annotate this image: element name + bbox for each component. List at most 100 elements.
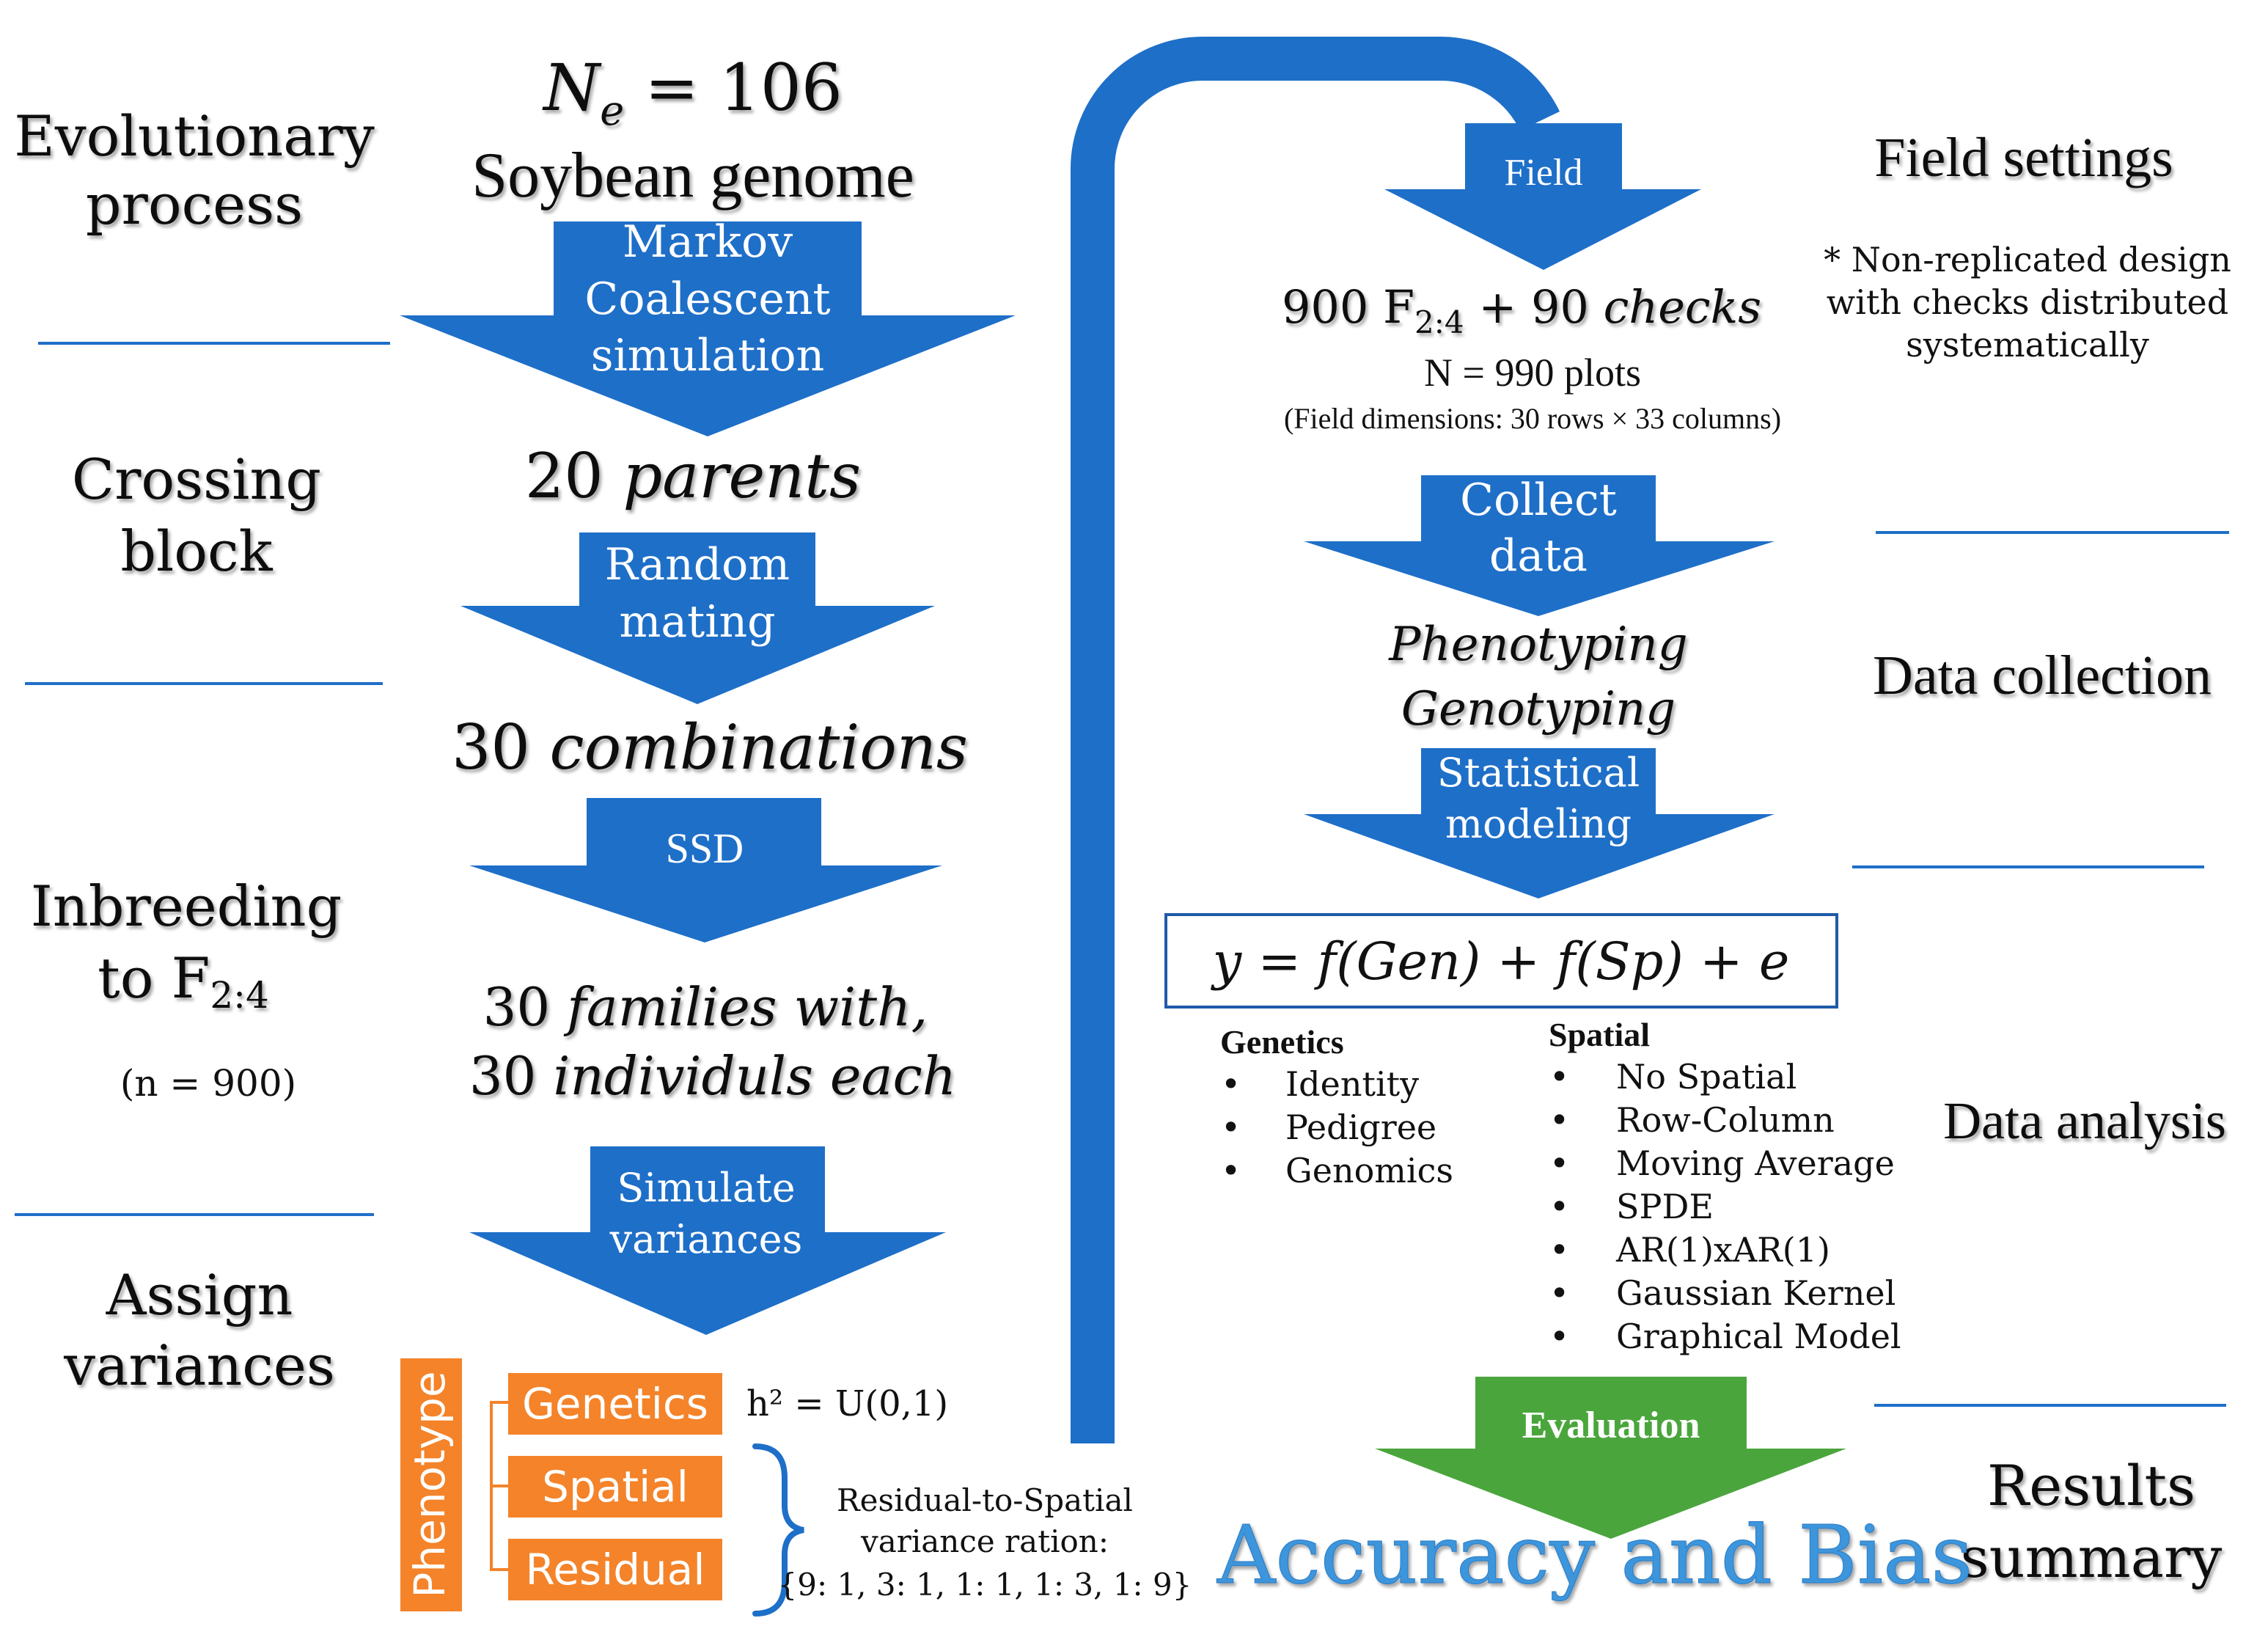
stage-assign-line1: Assign (106, 1262, 293, 1328)
ne-value: = 106 (624, 50, 843, 125)
arrow-field (1384, 123, 1701, 270)
combinations-label: 30 combinations (452, 711, 968, 783)
stage-crossing-line2: block (120, 519, 273, 584)
spatial-bullet-5: • (1549, 1230, 1569, 1270)
genetics-item-1: Identity (1285, 1064, 1419, 1104)
arrow-field-text: Field (1505, 152, 1583, 194)
genotyping-label: Genotyping (1401, 682, 1676, 736)
ne-symbol: N (542, 50, 602, 125)
parents-number: 20 (525, 440, 623, 512)
genetics-list: • Identity • Pedigree • Genomics (1221, 1064, 1453, 1190)
stage-evolutionary-line1: Evolutionary (14, 103, 375, 169)
genetics-item-2: Pedigree (1285, 1108, 1436, 1147)
spatial-item-2: Row-Column (1616, 1100, 1835, 1140)
arrow-collect-line1: Collect (1460, 475, 1617, 526)
arrow-evaluation (1375, 1377, 1846, 1539)
stage-results: Results summary (1961, 1453, 2223, 1590)
genetics-box-label: Genetics (522, 1379, 708, 1429)
ne-equation: Ne = 106 (542, 50, 843, 135)
arrow-simulate-text: Simulate variances (609, 1165, 803, 1262)
parents-word: parents (623, 440, 861, 512)
residual-box-label: Residual (526, 1545, 705, 1595)
genetics-bullet-2: • (1221, 1108, 1241, 1147)
arrow-simulate-line2: variances (609, 1216, 803, 1262)
lines-subscript: 2:4 (1414, 304, 1464, 340)
variance-tree: Phenotype Genetics Spatial Residual (400, 1358, 722, 1611)
arrow-collect-text: Collect data (1460, 475, 1617, 582)
arrow-evaluation-text: Evaluation (1522, 1405, 1700, 1446)
dimensions-label: (Field dimensions: 30 rows × 33 columns) (1284, 402, 1781, 435)
ratio-line2: variance ration: (860, 1523, 1109, 1559)
genetics-bullet-3: • (1221, 1151, 1241, 1190)
combinations-word: combinations (550, 711, 969, 783)
families-number: 30 (483, 976, 568, 1038)
combinations-number: 30 (452, 711, 550, 783)
spatial-heading: Spatial (1549, 1016, 1650, 1053)
stage-assign-line2: variances (63, 1333, 335, 1398)
stage-evolutionary-line2: process (86, 172, 303, 237)
ratio-text: Residual-to-Spatial variance ration: {9:… (778, 1482, 1192, 1603)
lines-plus: + 90 (1464, 280, 1604, 334)
arrow-markov-line1: Markov (623, 216, 793, 268)
genetics-heading: Genetics (1220, 1023, 1344, 1061)
arrow-statistical-modeling (1304, 748, 1775, 898)
ratio-line3: {9: 1, 3: 1, 1: 1, 1: 3, 1: 9} (778, 1567, 1192, 1603)
ratio-brace (752, 1443, 804, 1617)
stage-field-settings: Field settings (1874, 127, 2173, 188)
spatial-item-4: SPDE (1616, 1187, 1714, 1226)
spatial-bullet-7: • (1549, 1317, 1569, 1356)
families-word: families with, (563, 976, 928, 1038)
spatial-list: • No Spatial • Row-Column • Moving Avera… (1549, 1057, 1901, 1356)
spatial-item-6: Gaussian Kernel (1616, 1273, 1895, 1313)
phenotyping-label: Phenotyping (1388, 618, 1687, 672)
families-label: 30 families with, (483, 976, 928, 1038)
arrow-stat-line2: modeling (1445, 801, 1632, 847)
phenotype-label: Phenotype (405, 1371, 455, 1597)
stage-results-line1: Results (1987, 1453, 2195, 1518)
arrow-markov (400, 222, 1016, 436)
lines-equation: 900 F2:4 + 90 checks (1282, 280, 1761, 340)
parents-label: 20 parents (525, 440, 861, 512)
arrow-random-text: Random mating (605, 539, 790, 648)
lines-count: 900 F (1282, 280, 1414, 334)
separator-lines (15, 342, 2229, 1407)
spatial-box-label: Spatial (542, 1462, 689, 1512)
residual-box (508, 1539, 722, 1600)
spatial-bullet-4: • (1549, 1187, 1569, 1226)
stage-assign: Assign variances (63, 1262, 335, 1398)
arrow-markov-text: Markov Coalescent simulation (584, 216, 830, 381)
field-note: * Non-replicated design with checks dist… (1824, 240, 2231, 365)
heritability-label: h² = U(0,1) (746, 1383, 948, 1424)
individuals-number: 30 (469, 1045, 554, 1107)
connector-pipe (1071, 37, 1560, 1443)
arrow-ssd-text: SSD (666, 824, 744, 872)
spatial-bullet-6: • (1549, 1273, 1569, 1313)
field-note-line3: systematically (1906, 325, 2149, 365)
stage-inbreeding-line2: to F2:4 (98, 945, 269, 1017)
arrow-collect-line2: data (1489, 530, 1588, 582)
individuals-word: individuls each (553, 1045, 956, 1107)
arrow-random-line2: mating (619, 596, 775, 648)
stage-inbreeding-line1: Inbreeding (31, 874, 342, 939)
ratio-line1: Residual-to-Spatial (837, 1482, 1133, 1518)
stage-inbreeding-sub: 2:4 (210, 974, 268, 1017)
tree-bracket (490, 1401, 508, 1571)
accuracy-bias-label: Accuracy and Bias (1216, 1508, 1972, 1602)
phenotype-bar (400, 1358, 462, 1611)
individuals-label: 30 individuls each (469, 1045, 956, 1107)
spatial-bullet-3: • (1549, 1143, 1569, 1183)
lines-checks: checks (1604, 280, 1761, 334)
formula-text: y = f(Gen) + f(Sp) + e (1211, 931, 1790, 992)
arrow-stat-text: Statistical modeling (1437, 750, 1640, 847)
genetics-bullet-1: • (1221, 1064, 1241, 1104)
stage-inbreeding: Inbreeding to F2:4 (31, 874, 342, 1017)
spatial-bullet-2: • (1549, 1100, 1569, 1140)
spatial-box (508, 1456, 722, 1518)
genetics-item-3: Genomics (1285, 1151, 1453, 1190)
formula-box (1164, 913, 1838, 1008)
spatial-item-3: Moving Average (1616, 1143, 1895, 1183)
arrow-simulate-line1: Simulate (617, 1165, 795, 1211)
spatial-bullet-1: • (1549, 1057, 1569, 1097)
stage-evolutionary: Evolutionary process (14, 103, 375, 237)
genome-label: Soybean genome (471, 140, 914, 211)
